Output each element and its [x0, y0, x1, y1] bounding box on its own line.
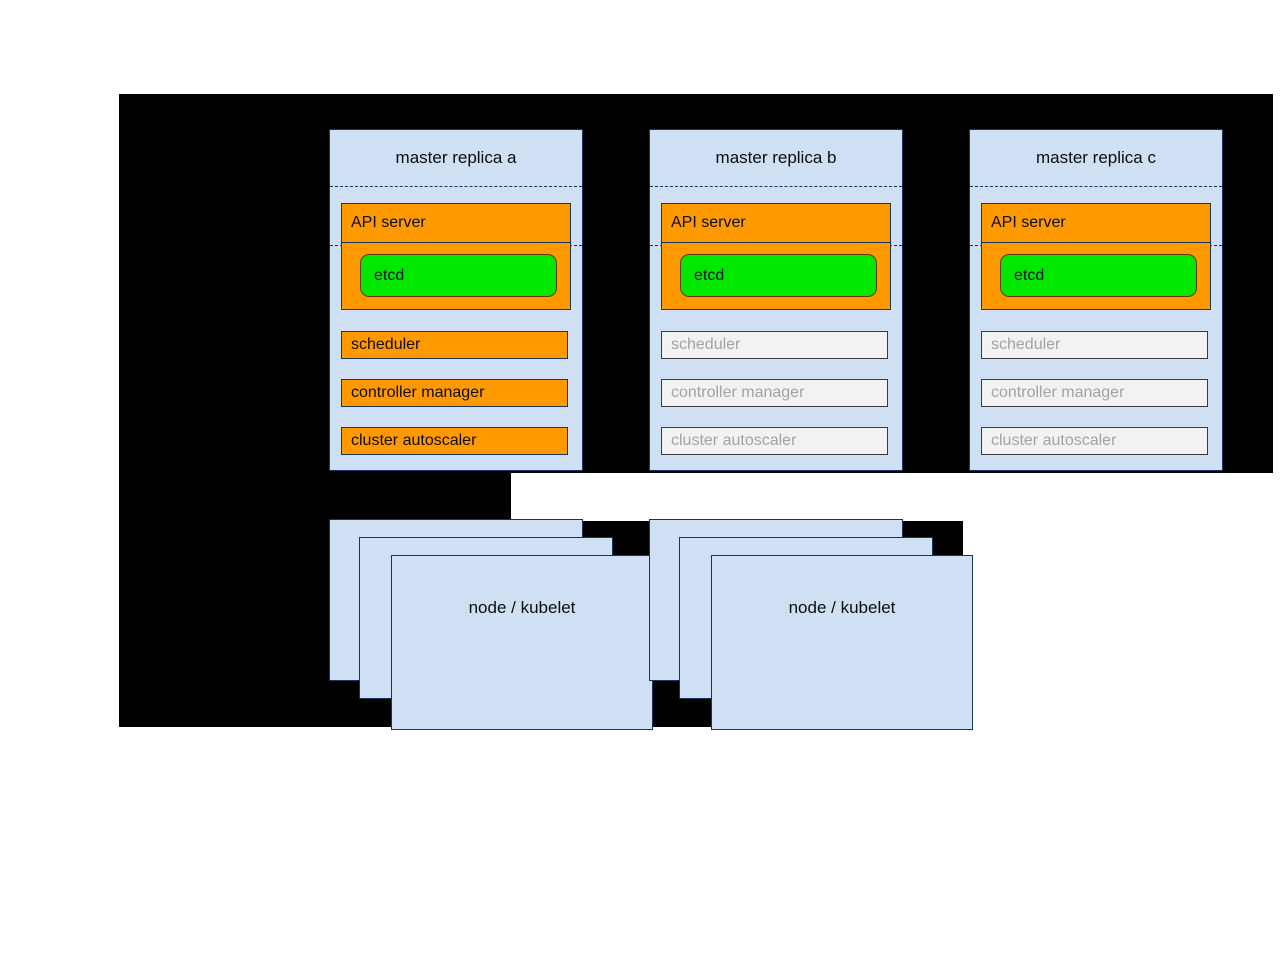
- master-replica-c-title: master replica c: [1036, 148, 1156, 167]
- replica-b-cluster-autoscaler[interactable]: cluster autoscaler: [661, 427, 888, 455]
- node-group-2-front[interactable]: node / kubelet: [711, 555, 973, 730]
- replica-c-controller-manager[interactable]: controller manager: [981, 379, 1208, 407]
- master-replica-b-title: master replica b: [715, 148, 837, 167]
- replica-a-cluster-autoscaler[interactable]: cluster autoscaler: [341, 427, 568, 455]
- replica-c-scheduler-label: scheduler: [991, 336, 1061, 353]
- replica-a-api-server[interactable]: API server: [341, 203, 571, 243]
- master-replica-a-title: master replica a: [395, 148, 517, 167]
- replica-b-api-server-label: API server: [671, 214, 746, 231]
- node-group-2-label: node / kubelet: [788, 598, 896, 617]
- node-group-1-label: node / kubelet: [468, 598, 576, 617]
- replica-a-scheduler[interactable]: scheduler: [341, 331, 568, 359]
- node-group-1-front[interactable]: node / kubelet: [391, 555, 653, 730]
- replica-c-separator-top: [970, 186, 1222, 187]
- replica-c-api-server-label: API server: [991, 214, 1066, 231]
- replica-b-controller-manager[interactable]: controller manager: [661, 379, 888, 407]
- replica-a-separator-top: [330, 186, 582, 187]
- replica-b-etcd[interactable]: etcd: [680, 254, 877, 297]
- replica-a-scheduler-label: scheduler: [351, 336, 421, 353]
- replica-a-controller-manager-label: controller manager: [351, 384, 485, 401]
- replica-c-controller-manager-label: controller manager: [991, 384, 1125, 401]
- replica-c-etcd[interactable]: etcd: [1000, 254, 1197, 297]
- replica-b-separator-top: [650, 186, 902, 187]
- replica-a-etcd-label: etcd: [374, 266, 405, 284]
- replica-b-scheduler[interactable]: scheduler: [661, 331, 888, 359]
- replica-c-cluster-autoscaler-label: cluster autoscaler: [991, 432, 1117, 449]
- replica-b-etcd-label: etcd: [694, 266, 725, 284]
- replica-b-api-server[interactable]: API server: [661, 203, 891, 243]
- replica-c-api-server[interactable]: API server: [981, 203, 1211, 243]
- replica-a-api-server-label: API server: [351, 214, 426, 231]
- replica-b-cluster-autoscaler-label: cluster autoscaler: [671, 432, 797, 449]
- replica-c-etcd-label: etcd: [1014, 266, 1045, 284]
- replica-a-cluster-autoscaler-label: cluster autoscaler: [351, 432, 477, 449]
- replica-a-etcd[interactable]: etcd: [360, 254, 557, 297]
- replica-a-controller-manager[interactable]: controller manager: [341, 379, 568, 407]
- replica-b-controller-manager-label: controller manager: [671, 384, 805, 401]
- replica-c-scheduler[interactable]: scheduler: [981, 331, 1208, 359]
- replica-b-scheduler-label: scheduler: [671, 336, 741, 353]
- replica-c-cluster-autoscaler[interactable]: cluster autoscaler: [981, 427, 1208, 455]
